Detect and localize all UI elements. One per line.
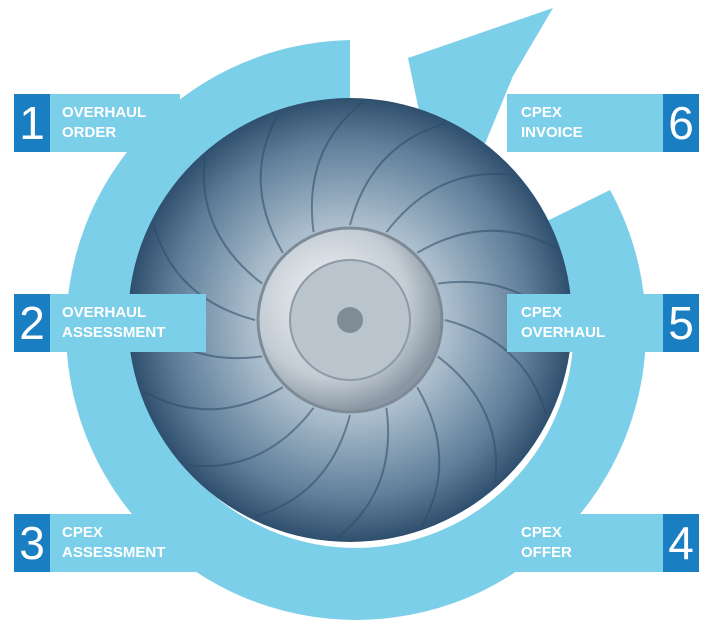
step-number: 5: [663, 294, 699, 352]
step-label-line2: ASSESSMENT: [62, 324, 166, 341]
step-number: 1: [14, 94, 50, 152]
step-label-line1: CPEX: [521, 524, 562, 541]
step-5: CPEX OVERHAUL 5: [507, 294, 699, 352]
step-label: OVERHAUL ASSESSMENT: [50, 294, 206, 352]
blade-edge: [444, 319, 548, 416]
blade-edge: [349, 122, 446, 226]
blade-edge: [416, 386, 441, 527]
step-number: 6: [663, 94, 699, 152]
blade-edge: [187, 407, 315, 468]
step-label-line2: OFFER: [521, 544, 572, 561]
step-2: 2 OVERHAUL ASSESSMENT: [14, 294, 206, 352]
blade-edge: [437, 355, 498, 483]
step-4: CPEX OFFER 4: [507, 514, 699, 572]
blade-edge: [310, 101, 364, 233]
blade-edge: [143, 386, 284, 411]
step-number: 3: [14, 514, 50, 572]
blade-edge: [152, 224, 256, 321]
step-label-line2: INVOICE: [521, 124, 583, 141]
step-label: CPEX OVERHAUL: [507, 294, 663, 352]
blade-edge: [259, 113, 284, 254]
blade-edge: [336, 407, 390, 539]
compressor-wheel-image: [128, 98, 572, 542]
blade-edge: [254, 414, 351, 518]
step-1: 1 OVERHAUL ORDER: [14, 94, 180, 152]
blade-edge: [416, 229, 557, 254]
step-label: CPEX OFFER: [507, 514, 663, 572]
step-label: OVERHAUL ORDER: [50, 94, 180, 152]
step-label-line1: OVERHAUL: [62, 304, 147, 321]
step-number: 2: [14, 294, 50, 352]
step-label: CPEX ASSESSMENT: [50, 514, 206, 572]
step-label-line2: ASSESSMENT: [62, 544, 166, 561]
step-3: 3 CPEX ASSESSMENT: [14, 514, 206, 572]
step-label-line1: CPEX: [521, 304, 562, 321]
step-6: CPEX INVOICE 6: [507, 94, 699, 152]
step-number: 4: [663, 514, 699, 572]
step-label-line2: OVERHAUL: [521, 324, 606, 341]
step-label-line1: OVERHAUL: [62, 104, 147, 121]
step-label-line2: ORDER: [62, 124, 117, 141]
step-label: CPEX INVOICE: [507, 94, 663, 152]
step-label-line1: CPEX: [521, 104, 562, 121]
blade-edge: [202, 157, 263, 285]
blade-edge: [385, 172, 513, 233]
step-label-line1: CPEX: [62, 524, 103, 541]
